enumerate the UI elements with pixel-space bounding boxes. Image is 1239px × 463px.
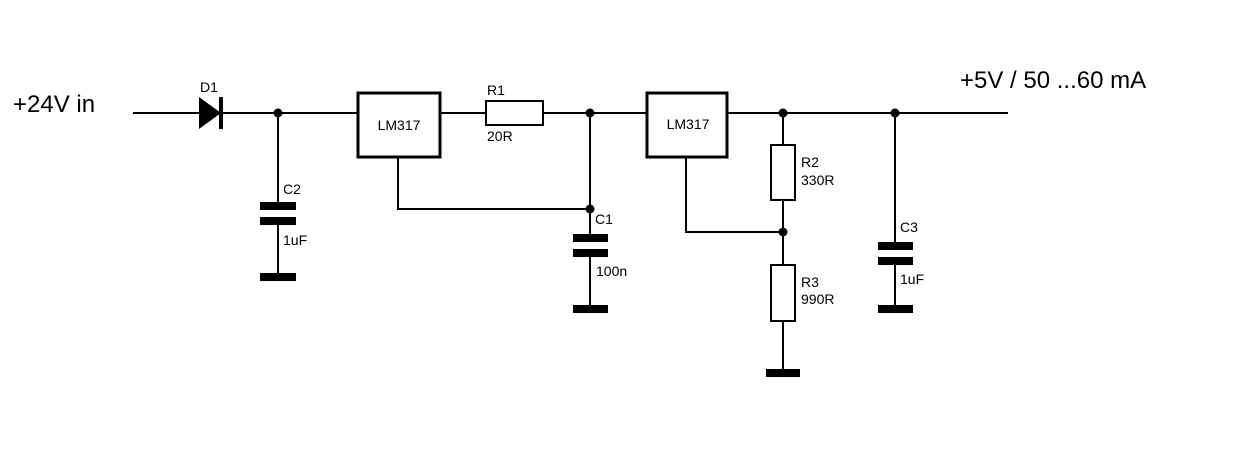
r2-body (770, 144, 796, 201)
r1-body (485, 100, 544, 126)
c2-value: 1uF (283, 232, 307, 248)
wire-u1-adj (397, 157, 590, 210)
junction-c1-adj (585, 204, 595, 214)
c3-value: 1uF (900, 271, 924, 287)
diode-symbol (199, 97, 221, 129)
diode-cathode-bar (219, 97, 223, 129)
r3-value: 990R (801, 291, 834, 307)
u1-label: LM317 (378, 117, 421, 133)
junction-c3 (890, 108, 900, 118)
regulator-u2: LM317 (645, 91, 729, 159)
c1-plate-top (573, 234, 608, 242)
resistor-r2: R2 330R (770, 144, 834, 201)
c3-plate-bottom (878, 257, 913, 265)
r2-ref: R2 (801, 154, 819, 170)
c1-value: 100n (596, 263, 627, 279)
c3-plate-top (878, 242, 913, 250)
r3-ground (766, 369, 800, 377)
capacitor-c1: C1 100n (573, 211, 627, 313)
u1-body (356, 91, 442, 159)
regulator-u1: LM317 (356, 91, 442, 159)
output-label: +5V / 50 ...60 mA (960, 67, 1146, 94)
u2-body (645, 91, 729, 159)
capacitor-c2: C2 1uF (260, 181, 307, 281)
d1-ref: D1 (200, 79, 218, 95)
c2-ref: C2 (283, 181, 301, 197)
junction-c1-top (585, 108, 595, 118)
r3-ref: R3 (801, 274, 819, 290)
r3-body (770, 264, 796, 322)
resistor-r3: R3 990R (766, 264, 834, 377)
r2-value: 330R (801, 172, 834, 188)
wires (133, 112, 1008, 371)
c1-ground (573, 305, 608, 313)
junction-r2-r3 (778, 227, 788, 237)
junction-c2 (273, 108, 283, 118)
c3-ref: C3 (900, 219, 918, 235)
c2-ground (260, 273, 296, 281)
diode-d1: D1 (199, 79, 223, 129)
r1-value: 20R (487, 128, 513, 144)
input-label: +24V in (13, 91, 95, 118)
resistor-r1: R1 20R (485, 82, 544, 144)
capacitor-c3: C3 1uF (878, 219, 924, 313)
c3-ground (878, 305, 913, 313)
c1-ref: C1 (595, 211, 613, 227)
junctions (273, 108, 900, 237)
wire-u2-adj (685, 157, 783, 233)
c2-plate-bottom (260, 217, 296, 225)
c1-plate-bottom (573, 249, 608, 257)
r1-ref: R1 (487, 82, 505, 98)
junction-r2-top (778, 108, 788, 118)
c2-plate-top (260, 202, 296, 210)
u2-label: LM317 (667, 116, 710, 132)
